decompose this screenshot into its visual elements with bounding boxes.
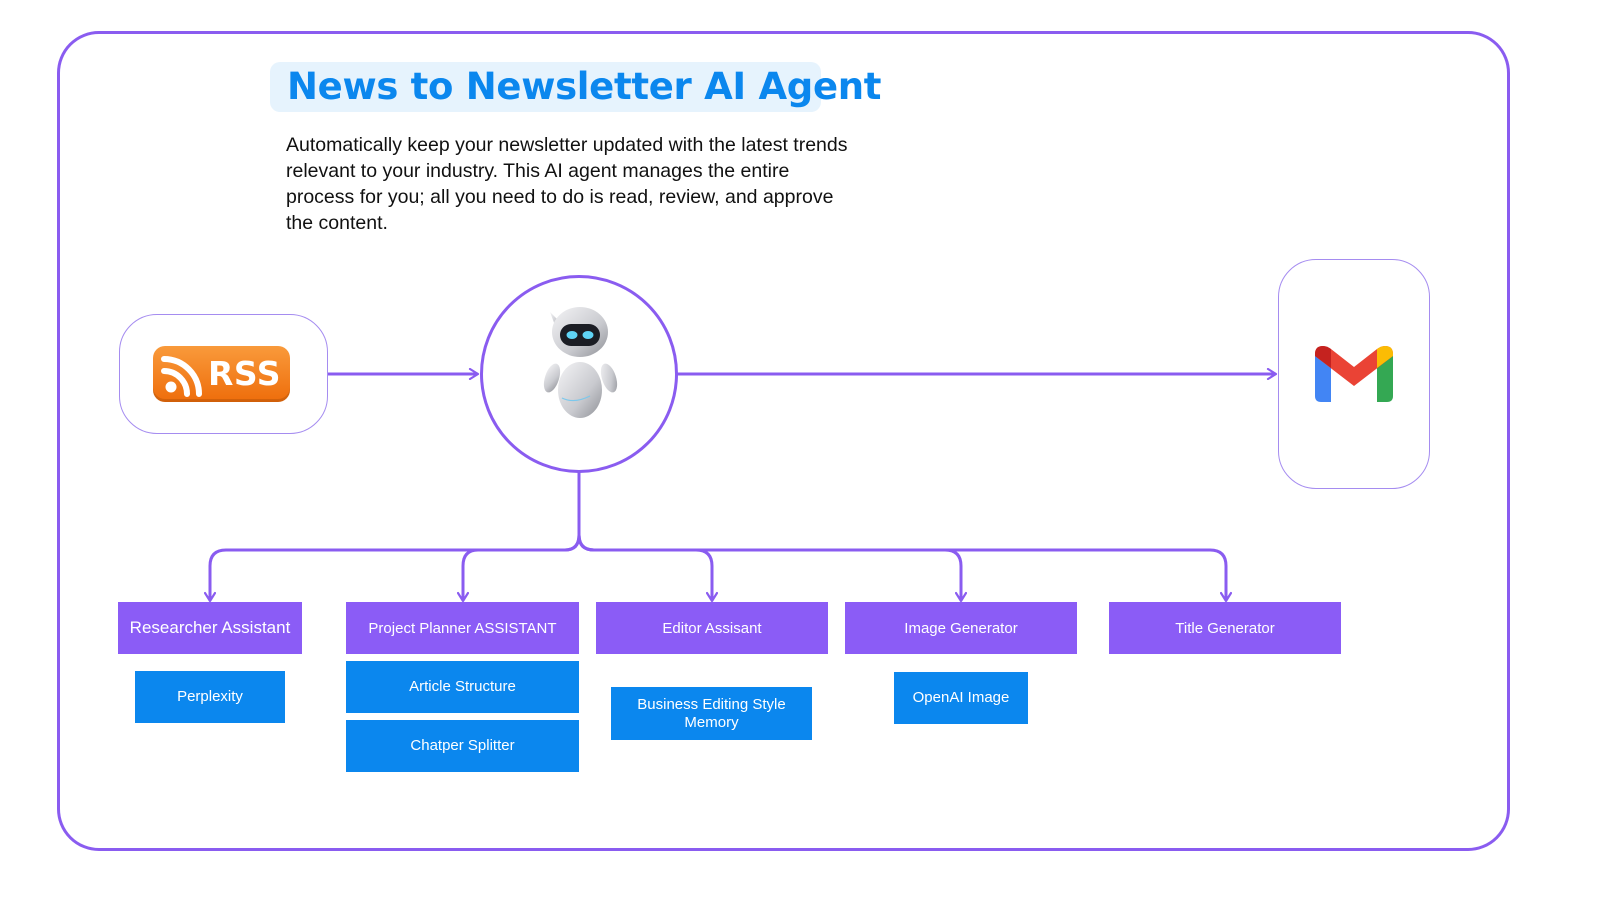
gmail-icon	[1315, 346, 1393, 402]
tool-article-structure[interactable]: Article Structure	[346, 661, 579, 713]
branch-image-generator	[577, 533, 961, 600]
assistant-researcher[interactable]: Researcher Assistant	[118, 602, 302, 654]
diagram-title: News to Newsletter AI Agent	[287, 65, 882, 108]
tool-chapter-splitter[interactable]: Chatper Splitter	[346, 720, 579, 772]
tool-perplexity[interactable]: Perplexity	[135, 671, 285, 723]
tool-openai-image[interactable]: OpenAI Image	[894, 672, 1028, 724]
assistant-project-planner[interactable]: Project Planner ASSISTANT	[346, 602, 579, 654]
branch-title-generator	[577, 533, 1226, 600]
rss-label: RSS	[208, 354, 281, 393]
diagram-description: Automatically keep your newsletter updat…	[286, 134, 848, 234]
branch-editor	[577, 533, 712, 600]
diagram-frame	[57, 31, 1510, 851]
assistant-title-generator[interactable]: Title Generator	[1109, 602, 1341, 654]
trunk-line	[210, 471, 581, 600]
assistant-editor[interactable]: Editor Assisant	[596, 602, 828, 654]
rss-icon	[161, 356, 202, 397]
assistant-image-generator[interactable]: Image Generator	[845, 602, 1077, 654]
title-background	[270, 62, 821, 112]
tool-business-editing-style-memory[interactable]: Business Editing Style Memory	[611, 687, 812, 740]
robot-icon	[543, 307, 618, 418]
branch-project-planner	[463, 533, 581, 600]
